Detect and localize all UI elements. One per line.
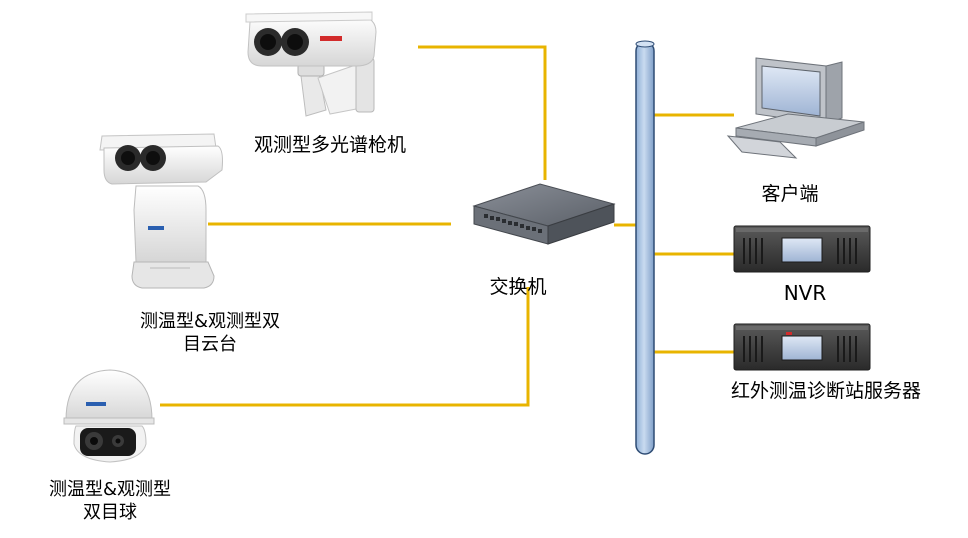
nvr-label: NVR — [783, 281, 827, 305]
bullet-camera-icon — [245, 11, 377, 117]
switch-label: 交换机 — [489, 276, 547, 298]
dome-camera-label-line2: 双目球 — [83, 502, 137, 523]
dome-camera-label-line1: 测温型&观测型 — [48, 479, 172, 500]
dome-camera-icon — [63, 369, 155, 463]
ptz-camera-label-line1: 测温型&观测型双 — [139, 311, 281, 332]
ptz-camera-label-line2: 目云台 — [183, 334, 237, 355]
server-icon — [733, 323, 871, 371]
bullet-camera-label: 观测型多光谱枪机 — [253, 134, 406, 156]
link-bullet-to-switch — [418, 45, 547, 180]
client-label: 客户端 — [761, 183, 819, 205]
client-pc-icon — [726, 57, 865, 159]
link-dome-to-switch — [160, 287, 530, 407]
ptz-camera-icon — [99, 133, 223, 289]
switch-icon — [472, 183, 616, 245]
server-label: 红外测温诊断站服务器 — [730, 380, 921, 402]
nvr-icon — [733, 225, 871, 273]
connection-lines — [160, 45, 734, 407]
network-bus — [635, 40, 655, 455]
